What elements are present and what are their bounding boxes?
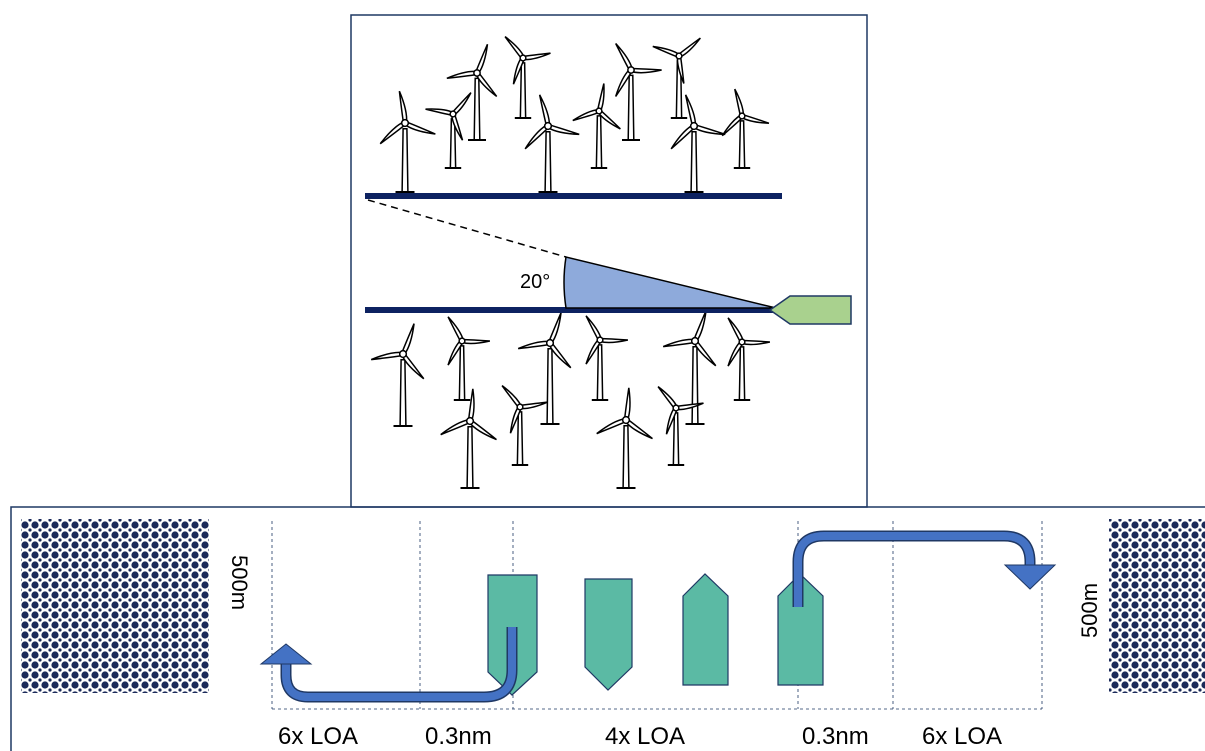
wind-turbine-icon <box>670 94 726 193</box>
upper-wind-farm <box>379 36 770 193</box>
u-turn-arrow-left <box>259 627 518 703</box>
wind-farm-block-left <box>21 519 209 693</box>
ship-icon <box>768 295 852 325</box>
height-label-left: 500m <box>227 555 252 610</box>
dimension-label: 4x LOA <box>605 723 685 750</box>
wind-turbine-icon <box>379 90 436 193</box>
wind-turbine-icon <box>652 37 701 119</box>
wind-turbine-icon <box>657 386 704 466</box>
wind-turbine-icon <box>517 312 572 425</box>
dimension-label: 0.3nm <box>802 723 869 750</box>
zone-boundary-lines <box>271 521 1043 710</box>
wind-turbine-icon <box>524 94 580 193</box>
wind-turbine-icon <box>425 92 472 169</box>
u-turn-arrow-right <box>792 530 1057 607</box>
wind-turbine-icon <box>585 315 629 401</box>
wind-turbine-icon <box>572 83 621 169</box>
angle-label: 20° <box>520 271 550 293</box>
lower-wind-farm <box>370 310 771 489</box>
angle-wedge <box>563 256 777 309</box>
dimension-label: 6x LOA <box>278 723 358 750</box>
bottom-panel: 500m 500m 6x LOA 0.3nm 4x LOA 0.3nm 6x L… <box>10 506 1205 751</box>
ship-2 <box>584 578 633 691</box>
wind-turbine-icon <box>370 323 425 427</box>
wind-turbine-icon <box>596 387 653 489</box>
wind-turbine-icon <box>727 317 771 401</box>
wind-turbine-icon <box>440 388 497 489</box>
wind-turbine-icon <box>501 385 548 466</box>
wind-farm-block-right <box>1109 519 1205 693</box>
wind-turbine-icon <box>447 316 491 401</box>
bottom-panel-frame <box>10 506 1205 751</box>
wind-turbine-icon <box>504 36 551 119</box>
dimension-label: 6x LOA <box>922 723 1002 750</box>
sight-line-dashed <box>367 199 567 258</box>
top-panel: 20° <box>350 14 868 508</box>
ship-3 <box>682 573 729 686</box>
top-panel-frame <box>350 14 868 508</box>
wind-turbine-icon <box>614 42 662 141</box>
wind-turbine-icon <box>662 310 717 425</box>
wind-turbine-icon <box>721 88 770 169</box>
wind-turbine-icon <box>446 43 498 141</box>
height-label-right: 500m <box>1077 583 1102 638</box>
dimension-label: 0.3nm <box>425 723 492 750</box>
